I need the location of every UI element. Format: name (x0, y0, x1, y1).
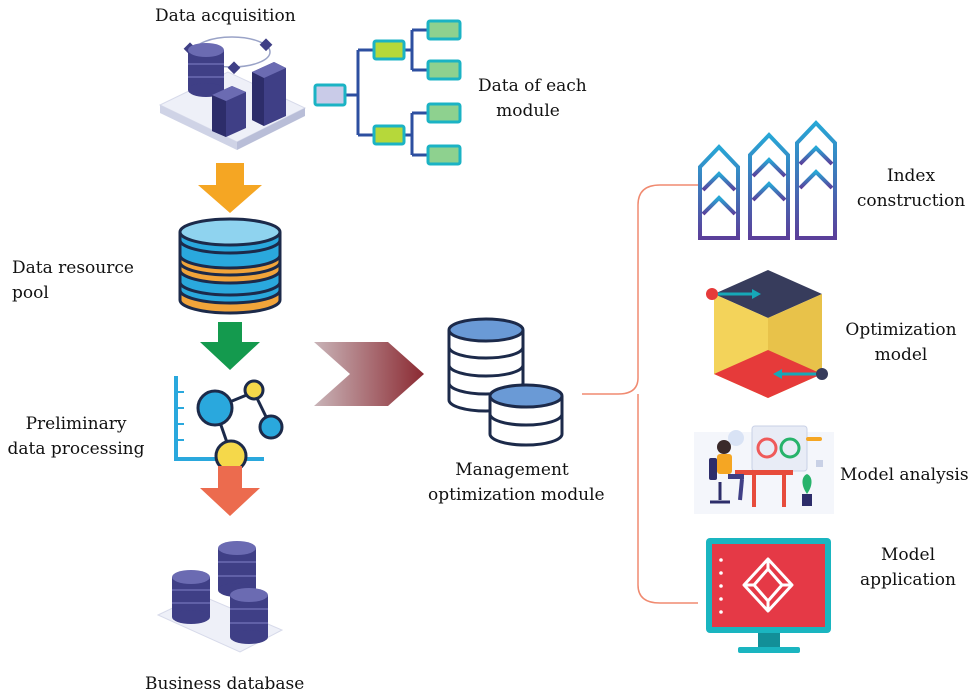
tree-hierarchy-icon (344, 28, 428, 157)
label-data-of-each-module-line1: Data of each (478, 76, 587, 96)
label-management-line2: optimization module (428, 485, 605, 505)
label-model-application: Model application (858, 543, 958, 593)
tree-nodes (313, 19, 462, 166)
process-chevron (314, 342, 424, 406)
cube-icon (706, 270, 828, 398)
database-cluster-icon (156, 541, 284, 653)
label-data-of-each-module-line2: module (496, 101, 560, 121)
desk-analysis-icon (694, 425, 834, 514)
down-arrow-salmon (200, 466, 260, 516)
connector-bracket (582, 184, 698, 604)
label-preliminary-data-processing: Preliminary data processing (6, 412, 146, 462)
label-preliminary-line1: Preliminary (25, 414, 127, 434)
label-management-line1: Management (455, 460, 569, 480)
database-stack-icon (178, 217, 282, 315)
label-preliminary-line2: data processing (7, 439, 145, 459)
label-model-analysis: Model analysis (840, 465, 969, 485)
label-index-construction: Index construction (852, 164, 970, 214)
molecule-chart-icon (174, 376, 284, 473)
label-index-line1: Index (886, 166, 936, 186)
database-coins-icon (447, 317, 564, 447)
label-data-of-each-module: Data of each module (478, 74, 587, 124)
down-arrow-green (200, 322, 260, 370)
label-data-resource-pool: Data resource pool (12, 256, 134, 306)
chevron-arrows-icon (698, 120, 837, 240)
server-rack-icon (158, 36, 307, 150)
label-index-line2: construction (856, 191, 966, 211)
label-optimization-model: Optimization model (842, 318, 960, 368)
label-business-database: Business database (145, 674, 305, 694)
label-data-resource-pool-line2: pool (12, 283, 49, 303)
label-management-optimization-module: Management optimization module (428, 458, 605, 508)
label-optimization-line1: Optimization (845, 320, 957, 340)
down-arrow-orange (198, 163, 262, 213)
label-optimization-line2: model (874, 345, 928, 365)
label-data-acquisition: Data acquisition (155, 6, 296, 26)
label-model-app-line1: Model (880, 545, 936, 565)
label-model-app-line2: application (860, 570, 956, 590)
monitor-icon (706, 538, 831, 653)
label-data-resource-pool-line1: Data resource (12, 258, 134, 278)
